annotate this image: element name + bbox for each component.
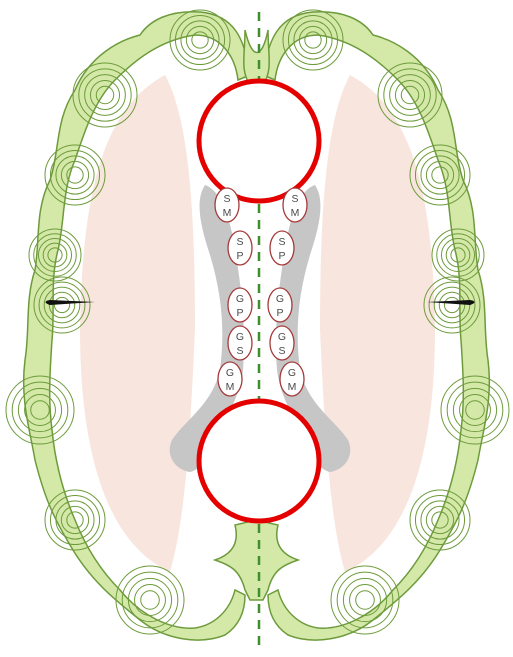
label-sp-right-bottom: P: [278, 250, 285, 262]
label-gs-left-top: G: [236, 331, 244, 343]
falx-posterior: [215, 520, 298, 600]
label-gp-left-top: G: [236, 293, 244, 305]
label-sp-left-bottom: P: [236, 250, 243, 262]
label-gp-right-top: G: [276, 293, 284, 305]
label-gp-right: G P: [268, 288, 292, 322]
label-gm-right-bottom: M: [288, 381, 297, 393]
label-gm-left-bottom: M: [226, 381, 235, 393]
label-sm-left-bottom: M: [223, 207, 232, 219]
label-sm-right-bottom: M: [291, 207, 300, 219]
label-gm-left-top: G: [226, 367, 234, 379]
label-sp-left-top: S: [236, 236, 243, 248]
label-gm-right-top: G: [288, 367, 296, 379]
label-sp-right: S P: [270, 231, 294, 265]
label-sm-right: S M: [283, 188, 307, 222]
white-matter-right: [320, 75, 435, 572]
label-gs-right-top: G: [278, 331, 286, 343]
marker-posterior: [199, 401, 319, 521]
label-gs-right-bottom: S: [278, 345, 285, 357]
marker-anterior: [199, 81, 319, 201]
label-sm-left: S M: [215, 188, 239, 222]
label-gp-left: G P: [228, 288, 252, 322]
label-gp-left-bottom: P: [236, 307, 243, 319]
label-gs-left: G S: [228, 326, 252, 360]
label-gm-right: G M: [280, 362, 304, 396]
gyral-ring: [444, 297, 459, 312]
gyral-ring: [141, 591, 160, 610]
gyral-ring: [350, 585, 381, 616]
label-gm-left: G M: [218, 362, 242, 396]
gyral-ring: [356, 591, 375, 610]
label-sm-left-top: S: [223, 193, 230, 205]
white-matter-left: [80, 75, 195, 572]
label-gs-right: G S: [270, 326, 294, 360]
label-sp-right-top: S: [278, 236, 285, 248]
falx-anterior: [244, 30, 270, 85]
gyral-ring: [54, 297, 69, 312]
label-sm-right-top: S: [291, 193, 298, 205]
label-gp-right-bottom: P: [276, 307, 283, 319]
gyral-ring: [135, 585, 166, 616]
label-gs-left-bottom: S: [236, 345, 243, 357]
label-sp-left: S P: [228, 231, 252, 265]
